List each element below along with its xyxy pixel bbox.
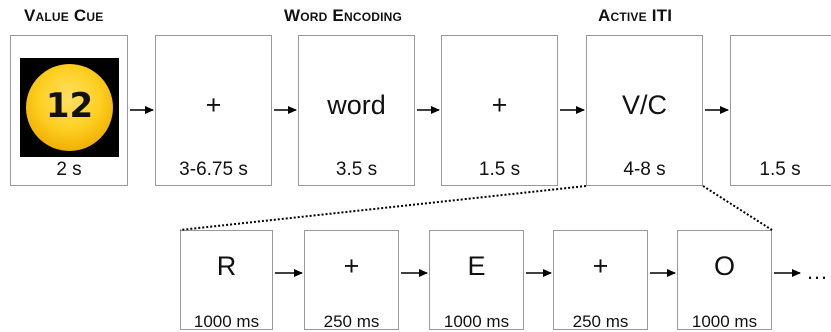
zoom-line-left: [179, 185, 587, 231]
phase-label-active-iti: Active ITI: [598, 6, 673, 25]
letter-e-symbol: E: [467, 251, 486, 281]
post-word-fixation-duration: 1.5 s: [478, 159, 521, 180]
word-symbol: word: [327, 90, 386, 120]
gold-coin-icon: 12: [26, 64, 113, 151]
fixation-box: + 3-6.75 s: [155, 35, 272, 186]
value-cue-duration: 2 s: [56, 159, 82, 180]
final-blank-box: 1.5 s: [730, 35, 831, 186]
active-iti-duration: 4-8 s: [623, 159, 666, 180]
fixation-duration: 3-6.75 s: [179, 159, 248, 180]
connectors-layer: [130, 106, 801, 277]
word-box: word 3.5 s: [298, 35, 415, 186]
phase-label-value-cue: Value Cue: [24, 6, 104, 25]
bottom-fixation-symbol-1: +: [343, 251, 360, 281]
zoom-line-right: [702, 185, 773, 231]
phase-label-word-encoding: Word Encoding: [284, 6, 403, 25]
letter-o-symbol: O: [713, 251, 735, 281]
final-blank-duration: 1.5 s: [759, 159, 801, 180]
word-duration: 3.5 s: [335, 159, 378, 180]
bottom-fixation-symbol-2: +: [592, 251, 609, 281]
bottom-fixation-box-1: + 250 ms: [304, 230, 399, 331]
post-word-fixation-symbol: +: [491, 90, 508, 120]
post-word-fixation-box: + 1.5 s: [441, 35, 558, 186]
coin-value-text: 12: [45, 86, 94, 126]
continuation-ellipsis: …: [806, 259, 829, 284]
active-iti-symbol: V/C: [621, 90, 667, 120]
active-iti-box: V/C 4-8 s: [586, 35, 703, 186]
bottom-fixation-box-2: + 250 ms: [553, 230, 648, 331]
value-cue-box: 12 2 s: [10, 35, 128, 186]
letter-r-symbol: R: [216, 251, 237, 281]
letter-r-box: R 1000 ms: [180, 230, 273, 331]
fixation-symbol: +: [205, 90, 222, 120]
value-cue-coin-image: 12: [20, 58, 119, 157]
letter-o-box: O 1000 ms: [677, 230, 772, 331]
